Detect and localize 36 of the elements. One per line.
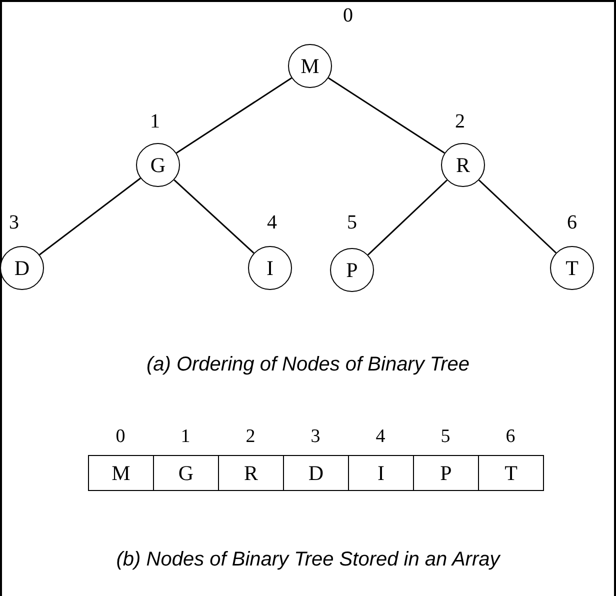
array-index: 0 [116, 426, 126, 448]
tree-edge [176, 77, 292, 154]
array-index: 3 [310, 426, 320, 448]
tree-node: T [550, 246, 594, 290]
node-index: 6 [567, 212, 577, 234]
array-index: 5 [440, 426, 450, 448]
tree-edge [39, 178, 141, 256]
array-cell: R [218, 455, 284, 491]
node-index: 0 [343, 4, 353, 28]
array-index: 2 [246, 426, 256, 448]
array-cell: M [88, 455, 154, 491]
array-cell: G [153, 455, 219, 491]
node-index: 5 [347, 212, 357, 234]
node-index: 1 [150, 110, 160, 134]
array-cell: I [348, 455, 414, 491]
tree-edge [367, 180, 448, 256]
array-index: 6 [506, 426, 516, 448]
caption: (a) Ordering of Nodes of Binary Tree [146, 354, 470, 376]
node-index: 3 [9, 212, 19, 234]
caption: (b) Nodes of Binary Tree Stored in an Array [116, 548, 500, 572]
node-index: 4 [267, 212, 277, 234]
tree-node: P [330, 248, 374, 292]
tree-node: M [288, 44, 332, 88]
tree-node: I [248, 246, 292, 290]
array-index: 1 [180, 426, 190, 448]
tree-node: G [136, 143, 180, 187]
array-cell: P [413, 455, 479, 491]
array-cell: D [283, 455, 349, 491]
tree-edge [174, 179, 254, 254]
tree-edge [328, 77, 445, 154]
array-index: 4 [376, 426, 386, 448]
node-index: 2 [455, 110, 465, 134]
tree-node: R [441, 143, 485, 187]
tree-node: D [0, 246, 44, 290]
array-cell: T [478, 455, 544, 491]
tree-edge [478, 180, 557, 254]
